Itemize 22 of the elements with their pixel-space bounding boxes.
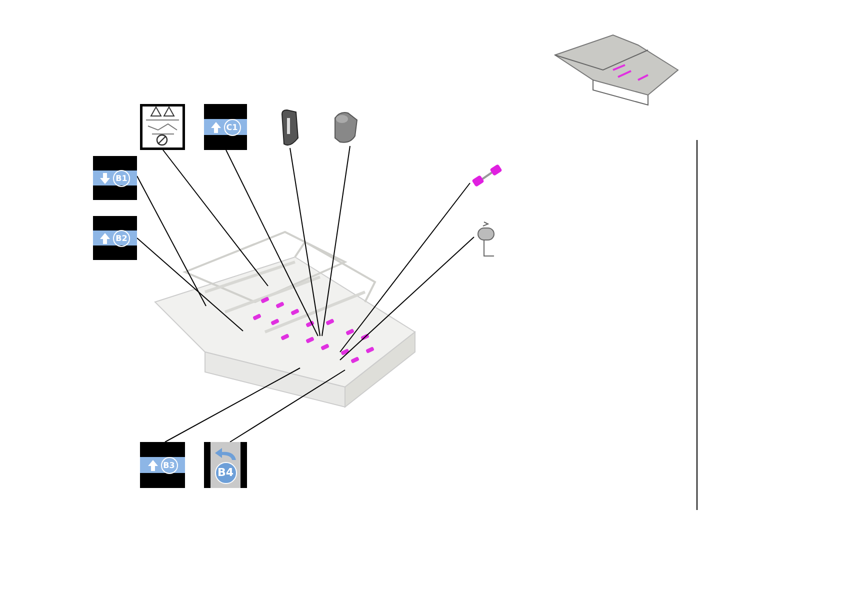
leader-line: [340, 182, 470, 352]
label-code: B1: [113, 170, 130, 186]
cap-drawing: [332, 110, 359, 146]
label-tag: [204, 104, 247, 150]
leader-line: [322, 146, 350, 336]
leader-line: [162, 150, 268, 286]
label-code: B4: [214, 462, 236, 484]
label-tag: [93, 156, 137, 200]
label-code: C1: [224, 118, 240, 136]
label-code: B3: [160, 456, 178, 474]
leader-line: [230, 370, 346, 442]
label-tag: [140, 442, 185, 488]
leader-line: [290, 148, 320, 336]
leader-line: [226, 150, 318, 336]
label-tag: [204, 442, 247, 488]
leader-line: [340, 236, 474, 360]
leader-line: [164, 368, 300, 442]
label-tag: [93, 216, 137, 260]
label-code: B2: [113, 230, 130, 246]
leader-line: [136, 176, 206, 306]
warning-label-drawing: [140, 104, 185, 150]
leader-line: [136, 238, 244, 332]
